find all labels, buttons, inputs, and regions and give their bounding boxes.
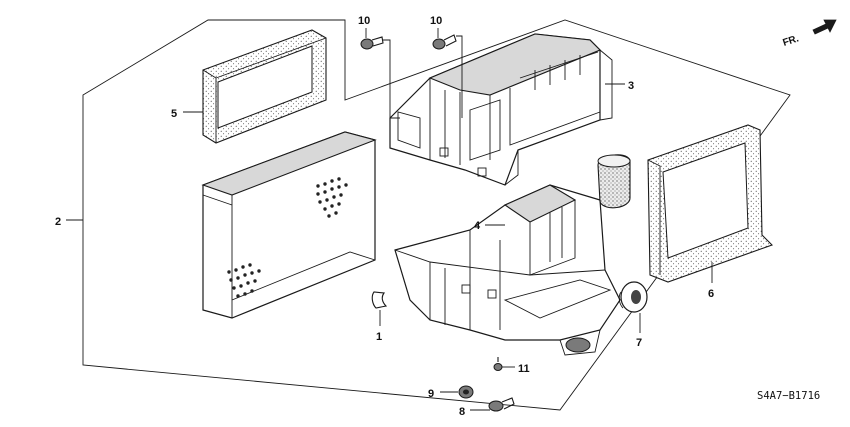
screw-part-11: [493, 357, 503, 371]
lower-case-part-4: [394, 184, 621, 356]
label-part-2: 2: [55, 216, 61, 228]
label-part-11: 11: [518, 363, 530, 375]
nut-part-9: [458, 385, 474, 399]
diagram-code: S4A7−B1716: [757, 390, 820, 402]
seal-part-6: [647, 124, 774, 283]
label-part-10-right: 10: [430, 15, 442, 27]
leader-lines: [66, 28, 713, 411]
label-part-10-left: 10: [358, 15, 370, 27]
assembly-outline: [82, 19, 791, 411]
screw-part-10-left: [360, 36, 384, 50]
label-part-4: 4: [474, 220, 481, 232]
label-part-3: 3: [628, 80, 634, 92]
upper-case-part-3: [389, 33, 613, 186]
foam-block: [597, 154, 631, 209]
front-direction-label: FR.: [782, 33, 801, 49]
label-part-9: 9: [428, 388, 434, 400]
bolt-part-8: [488, 397, 515, 412]
label-part-5: 5: [171, 108, 177, 120]
screw-part-10-right: [432, 34, 457, 50]
grommet-part-7: [618, 281, 648, 313]
label-part-1: 1: [376, 331, 382, 343]
seal-part-5: [202, 29, 327, 144]
label-part-6: 6: [708, 288, 714, 300]
label-part-7: 7: [636, 337, 642, 349]
filter-panel: [201, 131, 377, 319]
front-direction-arrow: [812, 19, 837, 35]
label-part-8: 8: [459, 406, 465, 418]
clip-part-1: [371, 291, 388, 309]
